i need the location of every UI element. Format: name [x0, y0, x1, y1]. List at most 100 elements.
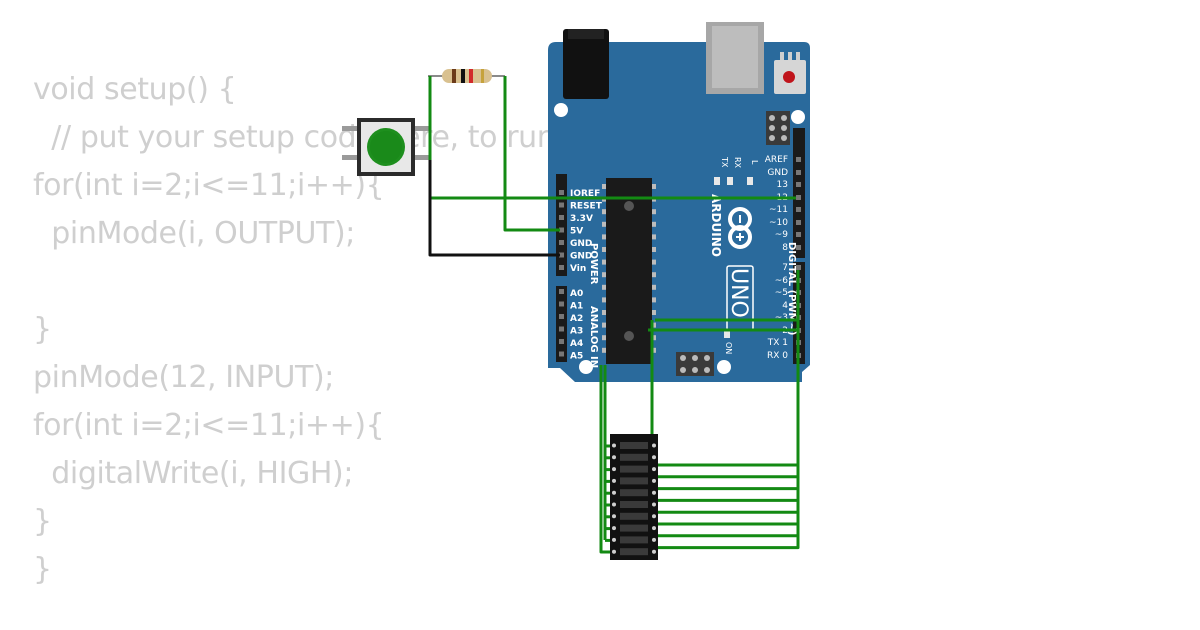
- chip-leg: [602, 335, 606, 341]
- analog-pin-label: A4: [570, 339, 583, 349]
- digital-pin-label: ~11: [769, 205, 788, 215]
- chip-leg: [652, 272, 656, 278]
- power-pin: [559, 240, 564, 245]
- digital-pin: [796, 265, 801, 270]
- bar-pin: [612, 467, 616, 472]
- digital-pin-label: ~3: [775, 313, 788, 323]
- analog-pin: [559, 351, 564, 357]
- led-bargraph-icon[interactable]: [610, 434, 658, 560]
- chip-leg: [602, 272, 606, 278]
- power-pin-label: Vin: [570, 264, 586, 274]
- digital-pin: [796, 170, 801, 175]
- chip-leg: [602, 310, 606, 315]
- code-line: }: [33, 504, 52, 539]
- icsp-header-bottom: [676, 352, 714, 376]
- code-line: for(int i=2;i<=11;i++){: [33, 408, 385, 443]
- code-line: }: [33, 552, 52, 587]
- bar-pin: [612, 502, 616, 507]
- chip-leg: [652, 322, 656, 328]
- rx-led: [727, 177, 733, 185]
- chip-leg: [652, 297, 656, 303]
- bar-pin: [652, 537, 656, 542]
- analog-pin: [559, 339, 564, 344]
- bar-pin: [612, 549, 616, 554]
- power-pin-label: 5V: [570, 227, 583, 237]
- digital-pin-label: 13: [777, 180, 788, 190]
- digital-section-label: DIGITAL (PWM~): [786, 242, 797, 335]
- bar-pin: [612, 514, 616, 519]
- power-pin-label: RESET: [570, 202, 603, 212]
- power-pin: [559, 202, 564, 208]
- bar-led-segment: [620, 536, 648, 544]
- chip-leg: [602, 259, 606, 265]
- bar-led-segment: [620, 548, 648, 556]
- power-pin: [559, 252, 564, 258]
- analog-pin-label: A5: [570, 352, 583, 362]
- chip-leg: [602, 221, 606, 227]
- code-line: pinMode(i, OUTPUT);: [33, 216, 355, 251]
- analog-section-label: ANALOG IN: [588, 306, 599, 368]
- chip-leg: [652, 221, 656, 227]
- analog-pin: [559, 314, 564, 319]
- digital-pin-label: 7: [782, 263, 788, 273]
- bar-pin: [652, 514, 656, 519]
- analog-pin: [559, 289, 564, 294]
- digital-pin-label: 8: [782, 243, 788, 253]
- dc-jack: [563, 29, 609, 99]
- power-pin-label: GND: [570, 239, 592, 249]
- wire-gnd: [428, 160, 560, 257]
- power-pin-label: GND: [570, 252, 592, 262]
- pushbutton-icon[interactable]: [342, 118, 430, 176]
- power-pin: [559, 227, 564, 233]
- power-header: [556, 174, 567, 276]
- bar-led-segment: [620, 477, 648, 485]
- chip-leg: [652, 234, 656, 240]
- digital-pin-label: ~6: [775, 276, 789, 286]
- on-label: ON: [724, 342, 733, 354]
- power-pin: [559, 190, 564, 195]
- digital-pin-label: ~5: [775, 288, 788, 298]
- bar-pin: [612, 537, 616, 542]
- atmega-chip: [602, 178, 656, 364]
- chip-leg: [602, 284, 606, 290]
- bar-led-segment: [620, 489, 648, 497]
- chip-leg: [602, 209, 606, 215]
- arduino-logo-icon: [728, 207, 752, 249]
- analog-header: [556, 286, 567, 362]
- l-label: L: [750, 160, 759, 165]
- bar-pin: [652, 443, 656, 448]
- chip-leg: [652, 184, 656, 189]
- power-pin: [559, 265, 564, 270]
- resistor-icon[interactable]: [428, 69, 505, 83]
- rx-label: RX: [733, 157, 742, 169]
- bar-pin: [612, 526, 616, 531]
- bar-pin: [652, 549, 656, 554]
- digital-pin: [796, 245, 801, 250]
- chip-leg: [652, 310, 656, 315]
- digital-pin: [796, 182, 801, 187]
- bar-led-segment: [620, 453, 648, 461]
- digital-pin: [796, 207, 801, 212]
- on-led: [724, 330, 730, 338]
- icsp-header-top: [766, 111, 790, 145]
- bar-pin: [652, 502, 656, 507]
- code-line: digitalWrite(i, HIGH);: [33, 456, 354, 491]
- digital-pin-label: GND: [767, 168, 788, 178]
- digital-pin-label: RX 0: [767, 351, 788, 361]
- chip-leg: [652, 259, 656, 265]
- tx-label: TX: [720, 156, 729, 168]
- bar-pin: [612, 478, 616, 483]
- chip-leg: [652, 247, 656, 252]
- digital-pin-label: 4: [782, 301, 788, 311]
- power-section-label: POWER: [588, 243, 599, 285]
- chip-leg: [652, 209, 656, 215]
- bar-led-segment: [620, 442, 648, 449]
- digital-pin-label: AREF: [765, 155, 788, 165]
- l-led: [747, 177, 753, 185]
- chip-leg: [602, 322, 606, 328]
- analog-pin-label: A3: [570, 327, 583, 337]
- digital-header-high: [793, 128, 805, 258]
- board-model: UNO: [726, 268, 751, 318]
